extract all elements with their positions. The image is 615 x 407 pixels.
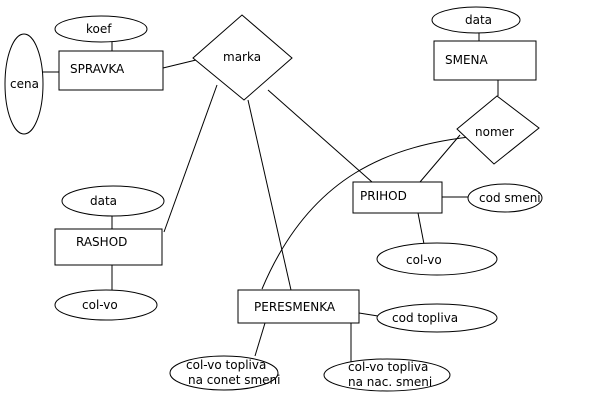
connectors	[42, 33, 499, 363]
attribute-cod-smeni-label: cod smeni	[479, 191, 541, 205]
attribute-smena-data-label: data	[465, 13, 492, 27]
edge-marka-peresmenka	[247, 99, 292, 291]
entity-prihod-label: PRIHOD	[360, 189, 407, 203]
attribute-col-vo-topliva-conet-line2: na conet smeni	[188, 373, 280, 387]
attribute-koef-label: koef	[86, 22, 112, 36]
attribute-prihod-col-vo-label: col-vo	[406, 253, 442, 267]
relationship-marka-label: marka	[223, 50, 261, 64]
attribute-rashod-data: data	[61, 185, 165, 217]
entity-smena-label: SMENA	[445, 53, 489, 67]
relationship-nomer-label: nomer	[475, 125, 514, 139]
edge-spravka-marka	[162, 59, 197, 69]
attribute-col-vo-topliva-nac-smeni: col-vo topliva na nac. smeni	[323, 358, 451, 392]
entity-rashod: RASHOD	[54, 228, 163, 266]
attribute-cena: cena	[4, 33, 44, 135]
attribute-col-vo-topliva-conet-line1: col-vo topliva	[186, 358, 266, 372]
attribute-smena-data: data	[431, 6, 521, 34]
edge-peresmenka-codtopliva	[358, 312, 379, 317]
attribute-col-vo-topliva-nac-line2: na nac. smeni	[348, 375, 432, 389]
attribute-cena-label: cena	[10, 77, 39, 91]
attribute-rashod-col-vo-label: col-vo	[82, 298, 118, 312]
entity-smena: SMENA	[433, 40, 537, 81]
entity-spravka-label: SPRAVKA	[70, 62, 125, 76]
attribute-rashod-col-vo: col-vo	[54, 289, 158, 321]
attribute-cod-topliva: cod topliva	[376, 303, 498, 333]
attribute-col-vo-topliva-nac-line1: col-vo topliva	[348, 360, 428, 374]
edge-peresmenka-colvo-conet	[254, 322, 266, 357]
attribute-cod-topliva-label: cod topliva	[392, 311, 458, 325]
edge-marka-rashod	[163, 84, 218, 233]
attribute-cod-smeni: cod smeni	[467, 183, 543, 213]
entity-prihod: PRIHOD	[352, 181, 443, 214]
attribute-rashod-data-label: data	[90, 194, 117, 208]
attribute-prihod-col-vo: col-vo	[376, 242, 498, 276]
relationship-marka: marka	[192, 14, 293, 101]
edge-nomer-peresmenka	[261, 135, 479, 290]
attribute-koef: koef	[54, 15, 148, 43]
edge-nomer-prihod	[419, 134, 461, 183]
attribute-col-vo-topliva-conet-smeni: col-vo topliva na conet smeni	[169, 355, 280, 391]
entity-peresmenka-label: PERESMENKA	[254, 300, 336, 314]
edge-marka-prihod	[267, 89, 373, 183]
relationship-nomer: nomer	[456, 95, 540, 165]
entity-spravka: SPRAVKA	[58, 50, 164, 91]
entity-rashod-label: RASHOD	[76, 235, 127, 249]
entity-peresmenka: PERESMENKA	[237, 289, 360, 324]
edge-prihod-colvo	[417, 212, 425, 245]
